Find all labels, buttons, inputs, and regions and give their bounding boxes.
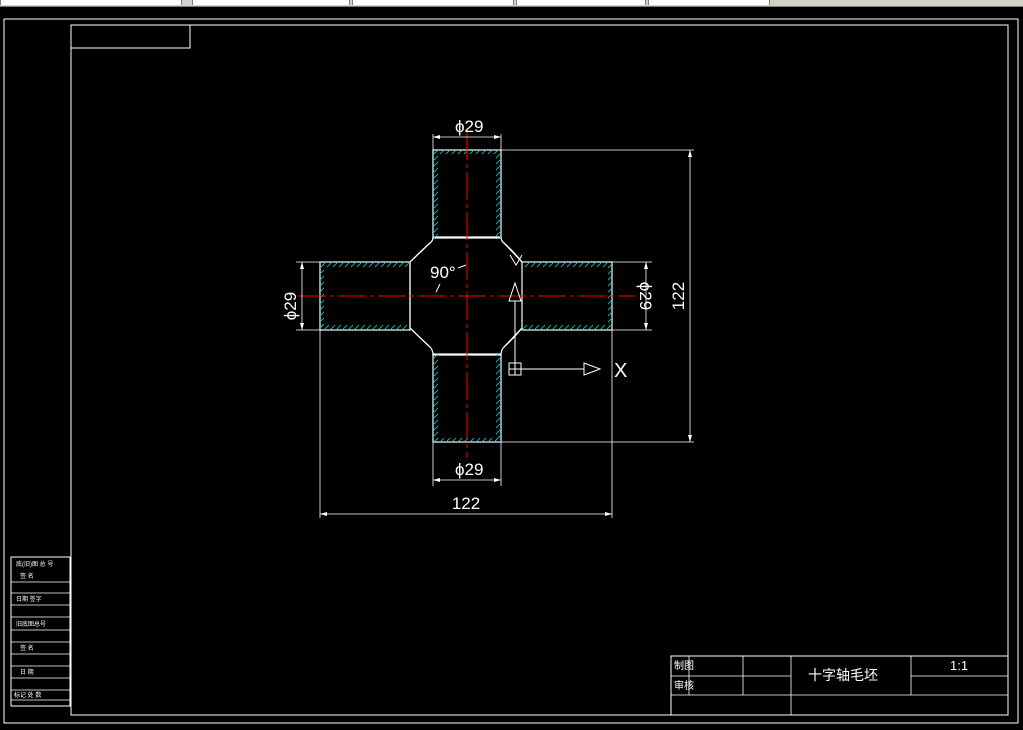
left-diameter-label[interactable]: ϕ29 xyxy=(281,292,300,320)
side-block-row-5: 签 名 xyxy=(20,644,34,652)
side-block-row-4: 旧底图总号 xyxy=(16,620,46,628)
overall-height-label[interactable]: 122 xyxy=(669,282,688,310)
side-block-row-2: 签 名 xyxy=(20,572,34,580)
cad-toolbar-strip xyxy=(0,0,1023,7)
dimension-lines xyxy=(296,134,694,518)
part-name: 十字轴毛坯 xyxy=(808,667,878,683)
side-block-row-6: 日 期 xyxy=(20,668,34,676)
side-block-row-1: 底(旧)图 总 号 xyxy=(16,560,53,568)
left-arm-hatch-top xyxy=(320,262,410,267)
overall-width-label[interactable]: 122 xyxy=(452,494,480,513)
ucs-x-axis-label: X xyxy=(614,360,627,382)
checked-by-label: 审核 xyxy=(674,679,694,692)
angle-leader-arrows xyxy=(435,264,467,293)
drawing-scale: 1:1 xyxy=(950,658,968,673)
ucs-icon xyxy=(508,281,602,376)
dimension-arrows xyxy=(300,135,692,516)
right-arm-hatch-top xyxy=(522,262,612,267)
side-block-row-3: 日期 签字 xyxy=(16,595,42,603)
top-diameter-label[interactable]: ϕ29 xyxy=(455,117,483,136)
top-arm-hatch-left xyxy=(433,150,438,238)
left-arm-hatch-bottom xyxy=(320,325,410,330)
side-block-row-7: 标记 处 数 xyxy=(14,691,41,699)
title-block: 制图 审核 十字轴毛坯 1:1 xyxy=(670,655,1009,716)
color-dropdown[interactable] xyxy=(192,0,350,5)
side-block: 底(旧)图 总 号 签 名 日期 签字 旧底图总号 签 名 日 期 标记 处 数 xyxy=(10,556,71,707)
bottom-diameter-label[interactable]: ϕ29 xyxy=(455,460,483,479)
right-arm-hatch-bottom xyxy=(522,325,612,330)
cad-drawing-canvas[interactable]: ϕ29 ϕ29 ϕ29 ϕ29 122 122 90° X xyxy=(0,6,1023,730)
bottom-arm-hatch-right xyxy=(496,354,501,442)
lineweight-dropdown[interactable] xyxy=(516,0,646,5)
inner-sheet-border xyxy=(70,24,1009,716)
plotstyle-dropdown[interactable] xyxy=(648,0,770,5)
top-arm-hatch-right xyxy=(496,150,501,238)
right-diameter-label[interactable]: ϕ29 xyxy=(636,282,655,310)
fillet-arcs xyxy=(409,242,523,348)
angle-vertex-mark xyxy=(509,254,523,266)
top-left-code-box xyxy=(70,24,191,49)
bottom-arm-hatch-left xyxy=(433,354,438,442)
linetype-dropdown[interactable] xyxy=(352,0,514,5)
drawn-by-label: 制图 xyxy=(674,659,694,672)
angle-label[interactable]: 90° xyxy=(430,263,456,282)
outer-sheet-border xyxy=(3,18,1019,724)
layer-dropdown[interactable] xyxy=(0,0,182,5)
